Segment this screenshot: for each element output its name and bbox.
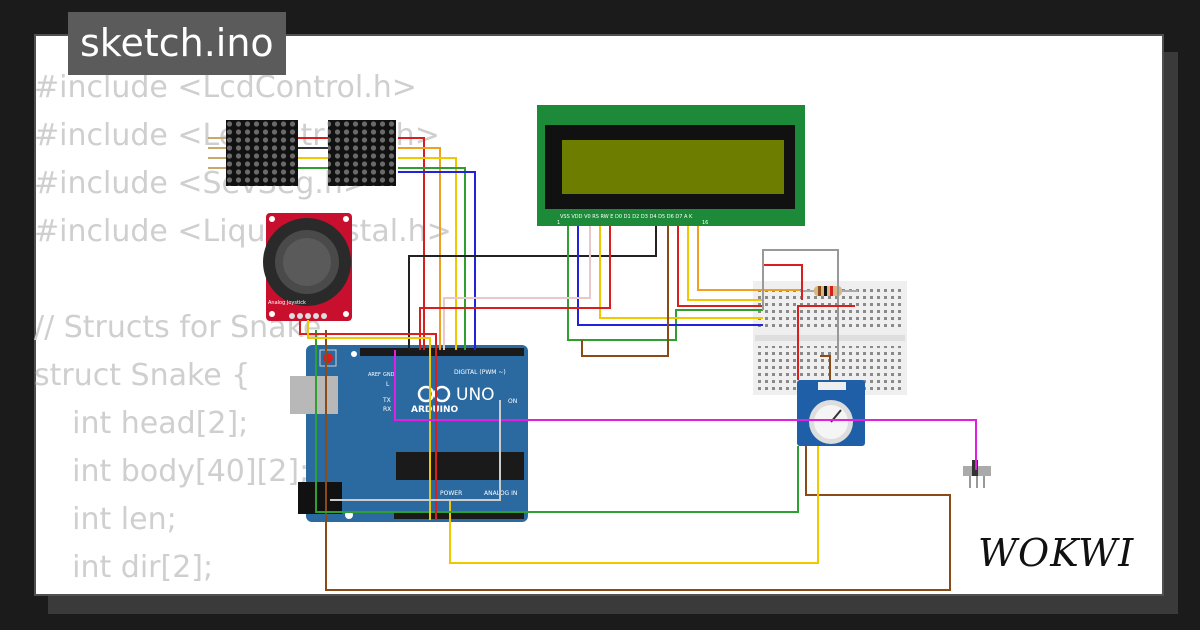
sketch-title: sketch.ino xyxy=(68,12,286,75)
arduino-uno-board: AREF GND DIGITAL (PWM ~) L TX RX ON UNO … xyxy=(290,345,528,522)
digital-label: DIGITAL (PWM ~) xyxy=(454,369,506,376)
code-line: int dir[2]; xyxy=(34,550,214,585)
led-matrix-1 xyxy=(208,120,328,186)
tx-label: TX xyxy=(382,397,391,404)
board-model: UNO xyxy=(456,385,495,405)
wokwi-logo-text: WOKWI xyxy=(978,531,1134,575)
code-line: struct Snake { xyxy=(34,358,251,393)
on-label: ON xyxy=(508,398,517,405)
wires xyxy=(299,137,977,591)
wokwi-logo: WOKWI xyxy=(978,528,1148,576)
power-label: POWER xyxy=(440,490,462,497)
lcd-pin-last: 16 xyxy=(702,220,708,226)
joystick-module: Analog Joystick xyxy=(263,213,352,321)
rx-label: RX xyxy=(383,406,391,413)
code-line: int body[40][2]; xyxy=(34,454,310,489)
aref-label: AREF xyxy=(368,372,381,378)
lcd-pin-first: 1 xyxy=(557,220,560,226)
lcd-pin-labels: VSS VDD V0 RS RW E D0 D1 D2 D3 D4 D5 D6 … xyxy=(560,214,693,220)
board-brand: ARDUINO xyxy=(411,405,459,415)
joystick-label: Analog Joystick xyxy=(268,300,306,306)
led-matrix-2 xyxy=(328,120,396,186)
potentiometer xyxy=(797,380,865,446)
gnd-label: GND xyxy=(383,372,395,378)
code-line: int len; xyxy=(34,502,177,537)
code-line: int head[2]; xyxy=(34,406,249,441)
lcd-display: VSS VDD V0 RS RW E D0 D1 D2 D3 D4 D5 D6 … xyxy=(537,105,805,226)
l-led-label: L xyxy=(386,381,390,388)
code-line: #include <LcdControl.h> xyxy=(34,70,417,105)
